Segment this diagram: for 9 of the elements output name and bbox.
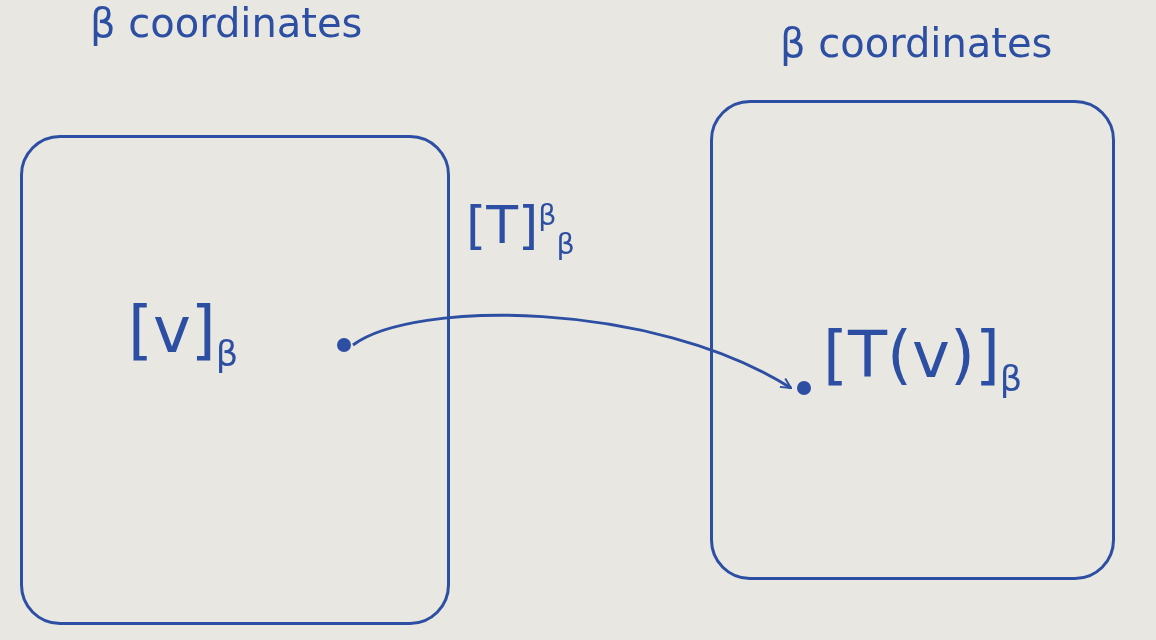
box-heading: β coordinates	[780, 20, 1053, 66]
point-marker	[337, 338, 351, 352]
point-marker	[797, 381, 811, 395]
coordinate-space-box	[20, 135, 450, 625]
box-heading: β coordinates	[90, 0, 363, 46]
coordinate-space-box	[710, 100, 1115, 580]
arrow	[352, 313, 792, 390]
vector-label: [v]$_{β}$	[128, 293, 239, 374]
vector-label: [T(v)]$_{β}$	[823, 318, 1023, 399]
